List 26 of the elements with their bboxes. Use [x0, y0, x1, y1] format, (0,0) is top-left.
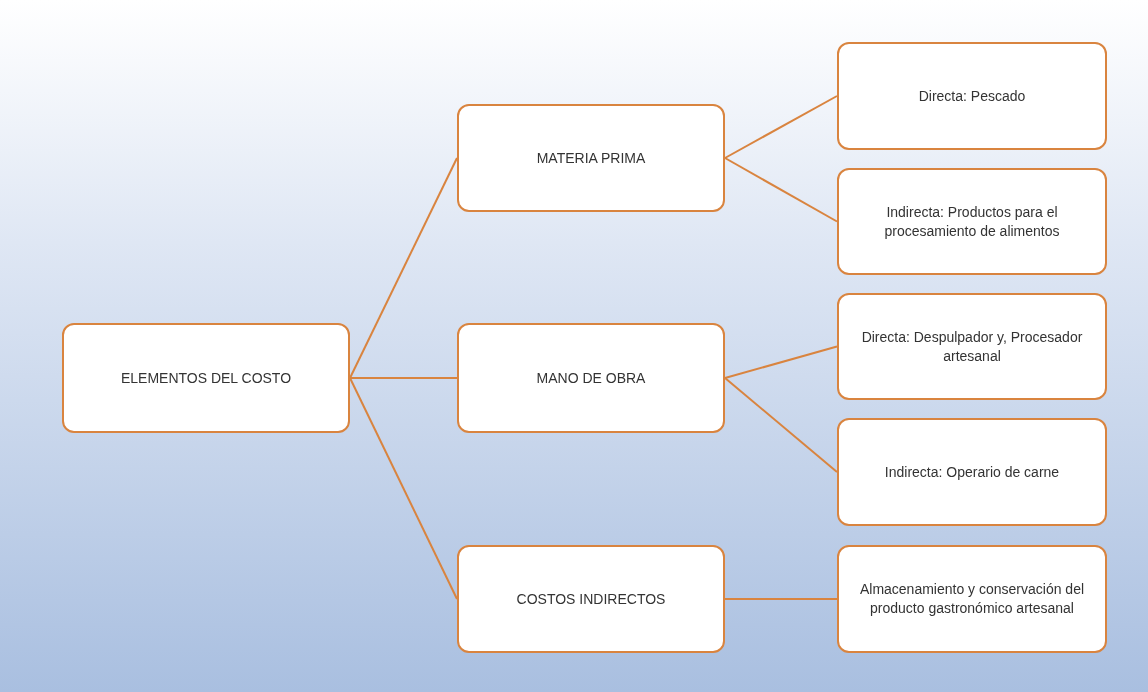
rounded-box [837, 418, 1107, 526]
box-label: Almacenamiento y conservación del producto gastronómico artesanal [858, 580, 1086, 618]
rounded-box [837, 293, 1107, 400]
rounded-box [457, 545, 725, 653]
connector-line [724, 95, 838, 159]
connector-line [724, 598, 838, 600]
connector-line [724, 377, 838, 473]
connector-line [349, 377, 458, 379]
rounded-box [62, 323, 350, 433]
connector-line [349, 157, 458, 379]
box-label: COSTOS INDIRECTOS [516, 589, 666, 609]
rounded-box [837, 168, 1107, 275]
box-label: ELEMENTOS DEL COSTO [120, 368, 292, 388]
box-label: Directa: Pescado [918, 86, 1026, 106]
box-label: MATERIA PRIMA [536, 148, 646, 168]
connector-line [724, 157, 838, 223]
rounded-box [457, 323, 725, 433]
rounded-box [837, 42, 1107, 150]
connector-line [724, 345, 838, 379]
box-label: Indirecta: Operario de carne [884, 462, 1060, 482]
rounded-box [457, 104, 725, 212]
box-label: MANO DE OBRA [536, 368, 646, 388]
box-label: Directa: Despulpador y, Procesador artesanal [860, 327, 1084, 366]
connector-line [349, 377, 458, 600]
rounded-box [837, 545, 1107, 653]
box-label: Indirecta: Productos para el procesamiento de alimentos [883, 202, 1061, 241]
